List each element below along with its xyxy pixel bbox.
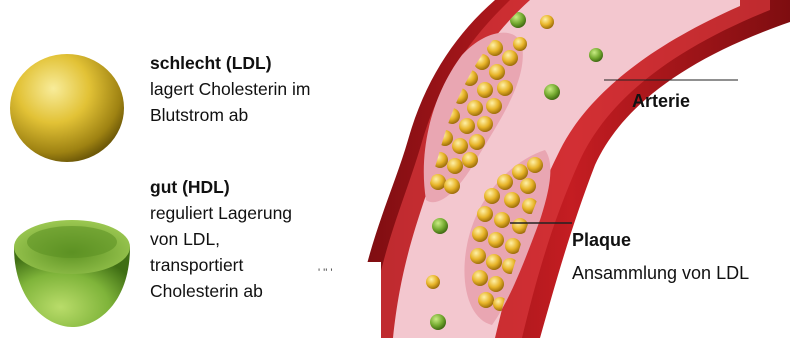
hdl-line-1: reguliert Lagerung: [150, 200, 292, 226]
hdl-particle: [14, 220, 130, 327]
ldl-particle: [10, 54, 124, 162]
artery-illustration: [352, 0, 790, 338]
artery-label: Arterie: [632, 91, 690, 112]
ldl-description: schlecht (LDL) lagert Cholesterin im Blu…: [150, 50, 310, 128]
hdl-line-2: von LDL,: [150, 226, 292, 252]
hdl-title: gut (HDL): [150, 174, 292, 200]
ldl-line-1: lagert Cholesterin im: [150, 76, 310, 102]
svg-text:' '' ': ' '' ': [318, 267, 333, 279]
ldl-line-2: Blutstrom ab: [150, 102, 310, 128]
hdl-description: gut (HDL) reguliert Lagerung von LDL, tr…: [150, 174, 292, 304]
hdl-line-3: transportiert: [150, 252, 292, 278]
hdl-line-4: Cholesterin ab: [150, 278, 292, 304]
plaque-title: Plaque: [572, 230, 631, 251]
ldl-title: schlecht (LDL): [150, 50, 310, 76]
plaque-subtitle: Ansammlung von LDL: [572, 263, 749, 284]
